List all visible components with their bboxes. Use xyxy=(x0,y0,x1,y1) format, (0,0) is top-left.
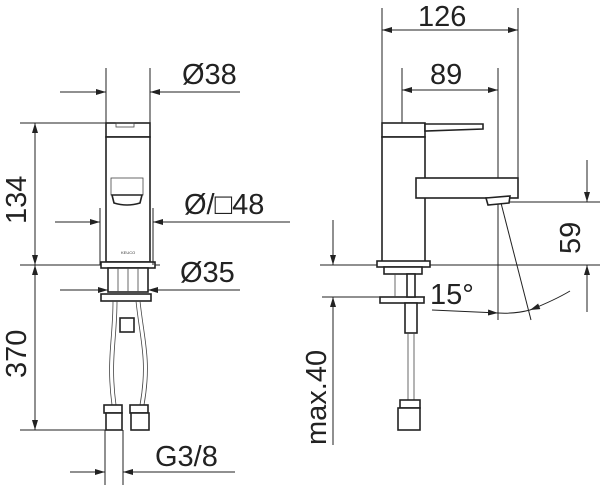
keuco-logo: KEUCO xyxy=(121,250,135,255)
dim-spout-height: 59 xyxy=(555,222,587,254)
side-view: 126 89 59 max.40 15° xyxy=(301,1,600,445)
dim-hose-length: 370 xyxy=(1,330,33,378)
front-view: KEUCO Ø38 Ø/□48 Ø35 xyxy=(1,59,290,485)
faucet-body-front: KEUCO xyxy=(100,122,156,431)
dim-body-size: Ø/□48 xyxy=(184,189,264,221)
faucet-body-side xyxy=(376,122,519,431)
dim-total-depth: 126 xyxy=(418,1,466,33)
dim-angle: 15° xyxy=(430,279,474,311)
dim-height: 134 xyxy=(1,176,33,224)
dim-thread: G3/8 xyxy=(155,441,218,473)
dim-max-thickness: max.40 xyxy=(301,350,333,445)
dim-top-diameter: Ø38 xyxy=(182,59,237,91)
dim-spout-reach: 89 xyxy=(430,59,462,91)
dim-base-diameter: Ø35 xyxy=(180,257,235,289)
